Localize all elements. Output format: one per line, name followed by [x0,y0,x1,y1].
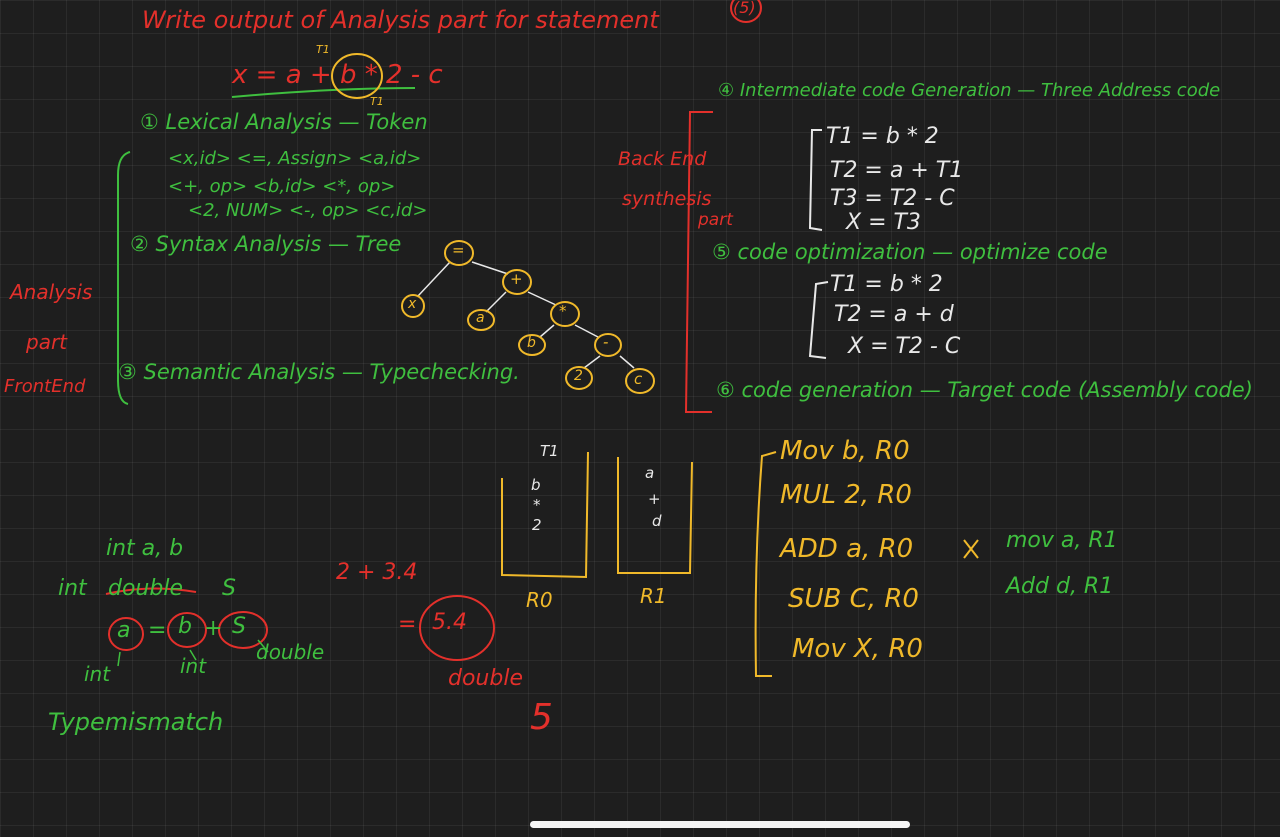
tac-line-4: X = T3 [846,210,921,235]
type-circles [108,595,495,661]
r0-label: R0 [526,588,553,612]
asm-line-3: ADD a, R0 [780,534,914,564]
asm-bracket [754,451,777,677]
asm-line-4: SUB C, R0 [788,584,919,614]
syntax-tree-edges [417,261,635,369]
decl-2-prefix: int [58,576,87,601]
statement-underline [231,87,416,98]
question-number-circle [730,0,762,23]
phase-codegen: ⑥ code generation — Target code (Assembl… [716,378,1253,402]
phase-icg: ④ Intermediate code Generation — Three A… [718,80,1221,101]
r1-stack-a: a [645,464,655,482]
r1-label: R1 [640,584,667,608]
synthesis-label-2: part [698,210,733,230]
phase-lexical: ① Lexical Analysis — Token [140,110,428,134]
calc-result: 5.4 [432,610,467,635]
tree-c: c [634,370,643,388]
analysis-label-1: Analysis [10,280,93,304]
token-line-2: <+, op> <b,id> <*, op> [168,176,396,197]
expr-eq: = [148,618,167,643]
type-int-a: int [84,662,111,686]
expr-b: b [178,614,192,639]
calc-final: 5 [530,697,553,738]
tac-line-2: T2 = a + T1 [830,158,964,183]
expr-s: S [232,614,246,639]
opt-line-1: T1 = b * 2 [830,272,943,297]
asm-side-1: mov a, R1 [1006,528,1118,553]
phase-semantic: ③ Semantic Analysis — Typechecking. [118,360,520,384]
t1-circle [331,53,383,99]
frontend-label: FrontEnd [4,376,86,397]
r0-stack-star: * [533,496,541,514]
cross-mark [963,539,979,559]
tree-a: a [476,310,485,326]
asm-line-2: MUL 2, R0 [780,480,912,510]
tree-minus: - [603,333,609,351]
tree-two: 2 [574,368,583,384]
register-r1-box [617,457,693,574]
tac-bracket [808,129,823,231]
syntax-tree-nodes [401,240,655,394]
tree-root: = [452,241,465,259]
opt-line-2: T2 = a + d [834,302,954,327]
r0-stack-2: 2 [532,516,542,534]
tree-star: * [559,302,567,320]
t1-mark-bottom: T1 [370,95,384,108]
decl-2-suffix: S [222,576,236,601]
r0-stack-t1: T1 [540,442,559,460]
type-pointers [117,639,269,667]
token-line-3: <2, NUM> <-, op> <c,id> [188,200,428,221]
asm-side-2: Add d, R1 [1006,574,1114,599]
tree-plus: + [510,270,523,288]
question-number: (5) [733,0,756,17]
asm-line-5: Mov X, R0 [792,634,923,664]
calc-type: double [448,666,523,691]
tac-line-1: T1 = b * 2 [826,124,939,149]
calc-eq: = [398,612,417,637]
type-mismatch: Typemismatch [48,708,224,736]
analysis-bracket [117,151,131,405]
tree-x: x [408,296,417,312]
opt-line-3: X = T2 - C [848,334,961,359]
opt-bracket [808,281,829,359]
token-line-1: <x,id> <=, Assign> <a,id> [168,148,422,169]
r0-stack-b: b [531,476,541,494]
decl-1: int a, b [106,536,184,561]
expr-a: a [117,618,131,643]
type-double-s: double [256,640,325,664]
home-indicator[interactable] [530,821,910,828]
phase-optimization: ⑤ code optimization — optimize code [712,240,1108,264]
tac-line-3: T3 = T2 - C [830,186,955,211]
decl-2-struck: double [108,576,183,601]
statement: x = a + b * 2 - c [232,60,443,90]
type-int-b: int [180,654,207,678]
calc-expr: 2 + 3.4 [336,560,418,585]
r1-stack-plus: + [648,490,661,508]
asm-line-1: Mov b, R0 [780,436,910,466]
tree-b: b [527,335,536,351]
t1-mark-top: T1 [316,43,330,56]
analysis-label-2: part [26,330,68,354]
synthesis-label-1: synthesis [622,188,712,210]
r1-stack-d: d [652,512,662,530]
phase-syntax: ② Syntax Analysis — Tree [130,232,402,256]
strikethrough [105,587,197,595]
backend-bracket [684,111,713,413]
backend-label: Back End [618,148,707,170]
question-title: Write output of Analysis part for statem… [142,6,659,34]
expr-plus: + [204,616,223,641]
register-r0-box [501,451,589,579]
